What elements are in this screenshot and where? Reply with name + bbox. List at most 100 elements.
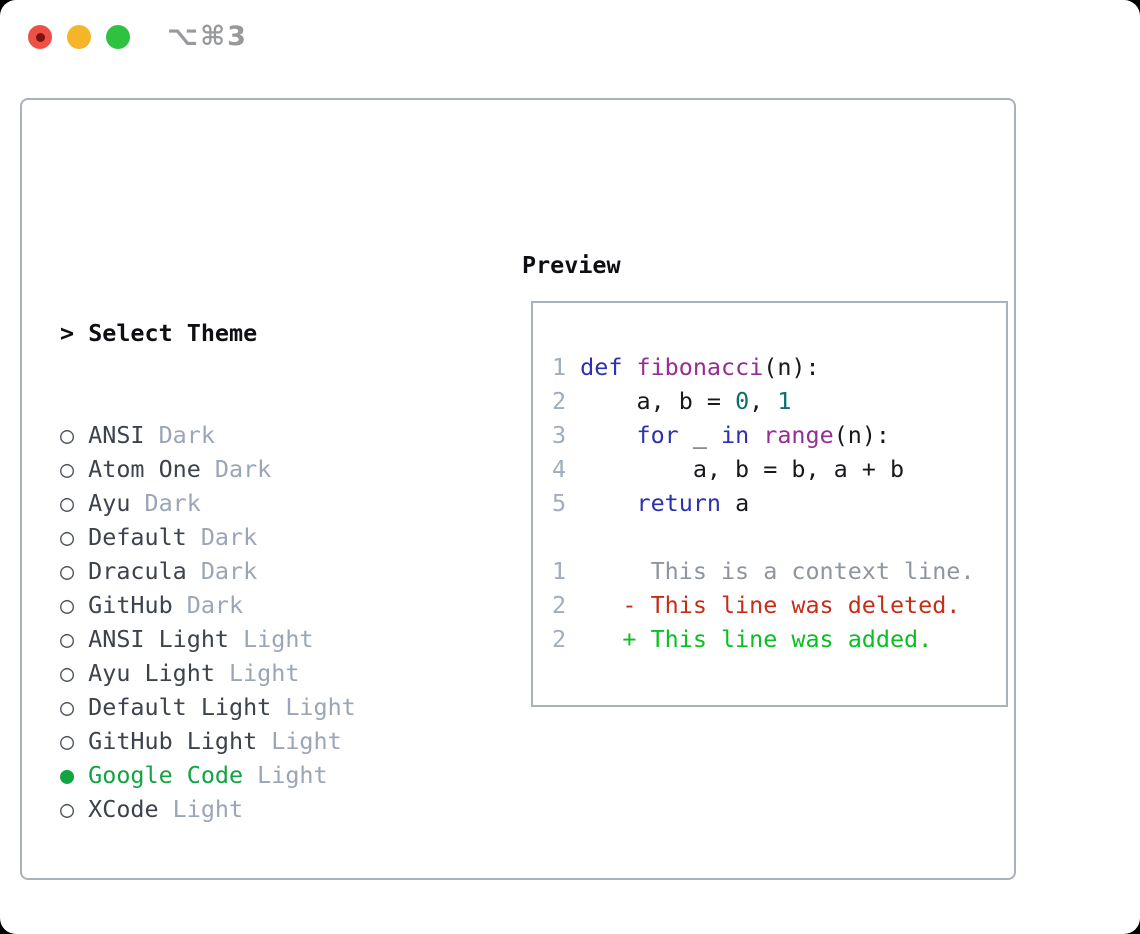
variant-label: Light [158, 795, 244, 823]
radio-icon: ○ [60, 455, 89, 483]
code-token: (n): [833, 421, 891, 449]
preview-title: Preview [522, 251, 621, 279]
code-token: , [749, 387, 778, 415]
code-token: - This line was deleted. [580, 591, 961, 619]
option-label: ANSI [88, 421, 145, 449]
select-theme-header: > Select Theme [60, 316, 472, 350]
select-theme-title: Select Theme [88, 319, 258, 347]
variant-label: Light [229, 625, 314, 653]
option-label: Ayu Light [88, 659, 215, 687]
code-token: (n): [763, 353, 820, 381]
option-label: Atom One [88, 455, 201, 483]
focus-caret-icon: > [60, 319, 75, 347]
variant-label: Light [257, 727, 342, 755]
code-line: 1 def fibonacci(n): [552, 350, 1006, 384]
code-line: 3 for _ in range(n): [552, 418, 1006, 452]
code-token: return [636, 489, 722, 517]
theme-picker-panel: > Select Theme ○ ANSI Dark○ Atom One Dar… [20, 98, 1016, 880]
option-label: GitHub Light [88, 727, 258, 755]
radio-icon: ○ [60, 659, 89, 687]
theme-option-default-light[interactable]: ○ Default Light Light [60, 690, 472, 724]
line-number: 2 [552, 625, 567, 653]
variant-label: Dark [172, 591, 244, 619]
radio-icon: ○ [60, 557, 89, 585]
code-line: 2 a, b = 0, 1 [552, 384, 1006, 418]
radio-icon: ○ [60, 523, 89, 551]
code-line: 2 + This line was added. [552, 622, 1006, 656]
spacer [60, 894, 472, 928]
minimize-button[interactable] [67, 25, 91, 49]
traffic-lights [28, 25, 130, 49]
left-column: > Select Theme ○ ANSI Dark○ Atom One Dar… [60, 248, 472, 934]
code-token [622, 353, 636, 381]
titlebar: ⌥⌘3 [0, 0, 1140, 75]
code-token [580, 489, 636, 517]
theme-option-google-code[interactable]: ● Google Code Light [60, 758, 472, 792]
code-token [580, 421, 636, 449]
option-label: Google Code [88, 761, 244, 789]
code-token: a, b = [580, 387, 736, 415]
line-number: 1 [552, 557, 567, 585]
theme-option-ayu-light[interactable]: ○ Ayu Light Light [60, 656, 472, 690]
blank-line [552, 520, 1006, 554]
code-token: fibonacci [636, 353, 764, 381]
variant-label: Light [214, 659, 300, 687]
radio-icon: ○ [60, 625, 89, 653]
option-label: XCode [88, 795, 159, 823]
variant-label: Dark [130, 489, 201, 517]
code-line: 5 return a [552, 486, 1006, 520]
theme-option-atom-one[interactable]: ○ Atom One Dark [60, 452, 472, 486]
theme-option-github[interactable]: ○ GitHub Dark [60, 588, 472, 622]
radio-icon: ● [60, 761, 89, 789]
option-label: ANSI Light [88, 625, 229, 653]
option-label: Default [88, 523, 187, 551]
line-number: 2 [552, 387, 567, 415]
variant-label: Dark [200, 455, 272, 483]
theme-option-ayu[interactable]: ○ Ayu Dark [60, 486, 472, 520]
code-token [749, 421, 763, 449]
code-token: a, b = b, a + b [580, 455, 905, 483]
code-token: 1 [777, 387, 792, 415]
theme-option-xcode[interactable]: ○ XCode Light [60, 792, 472, 826]
option-label: Dracula [88, 557, 187, 585]
window-title: ⌥⌘3 [167, 21, 248, 52]
radio-icon: ○ [60, 693, 89, 721]
code-token: 0 [735, 387, 750, 415]
code-line: 4 a, b = b, a + b [552, 452, 1006, 486]
code-token: range [763, 421, 834, 449]
radio-icon: ○ [60, 421, 89, 449]
code-token: This is a context line. [580, 557, 975, 585]
line-number: 1 [552, 353, 567, 381]
code-token: in [721, 421, 750, 449]
theme-option-github-light[interactable]: ○ GitHub Light Light [60, 724, 472, 758]
code-token: + This line was added. [580, 625, 933, 653]
option-label: Default Light [88, 693, 272, 721]
radio-icon: ○ [60, 795, 89, 823]
theme-option-ansi[interactable]: ○ ANSI Dark [60, 418, 472, 452]
code-token: a [721, 489, 750, 517]
radio-icon: ○ [60, 591, 89, 619]
line-number: 2 [552, 591, 567, 619]
code-token: for [636, 421, 679, 449]
theme-option-default[interactable]: ○ Default Dark [60, 520, 472, 554]
zoom-button[interactable] [106, 25, 130, 49]
code-token: _ [678, 421, 721, 449]
variant-label: Light [243, 761, 328, 789]
close-button[interactable] [28, 25, 52, 49]
theme-option-ansi-light[interactable]: ○ ANSI Light Light [60, 622, 472, 656]
line-number: 5 [552, 489, 567, 517]
code-token: def [580, 353, 623, 381]
line-number: 3 [552, 421, 567, 449]
code-line: 2 - This line was deleted. [552, 588, 1006, 622]
option-label: GitHub [88, 591, 173, 619]
variant-label: Dark [186, 557, 258, 585]
radio-icon: ○ [60, 489, 89, 517]
variant-label: Dark [144, 421, 215, 449]
variant-label: Dark [186, 523, 258, 551]
radio-icon: ○ [60, 727, 89, 755]
theme-option-dracula[interactable]: ○ Dracula Dark [60, 554, 472, 588]
option-label: Ayu [88, 489, 131, 517]
